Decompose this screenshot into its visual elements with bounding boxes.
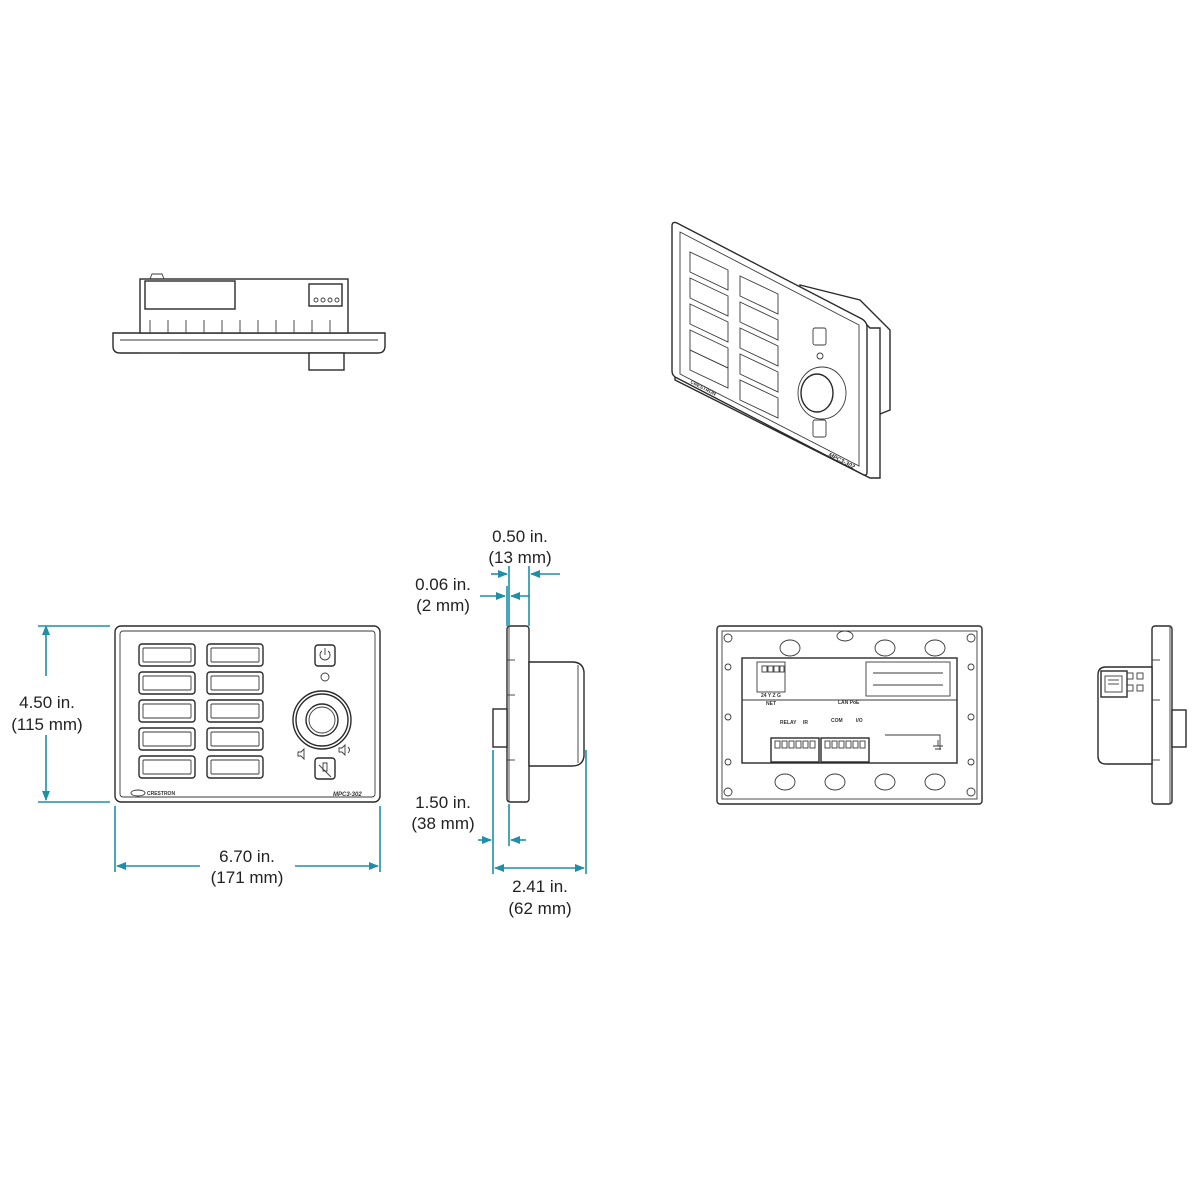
ground-icon [933,740,943,750]
side-view [492,625,585,803]
button-6[interactable] [206,699,264,723]
ethernet-port-icon [1100,670,1128,698]
top-view [112,273,386,371]
power-button[interactable] [314,644,336,667]
button-7[interactable] [138,727,196,751]
iso-buttons [689,251,779,419]
height-mm-label: (115 mm) [11,715,82,734]
front-buttons [138,643,264,779]
power-icon [319,648,331,661]
status-led [320,672,330,682]
button-2[interactable] [206,643,264,667]
overall-depth-in-label: 2.41 in. [512,877,568,896]
button-4[interactable] [206,671,264,695]
iso-volume-knob [797,366,847,420]
button-5[interactable] [138,699,196,723]
volume-down-icon [297,747,305,761]
plate-thickness-in-label: 0.06 in. [415,575,471,594]
io-label: I/O [856,718,863,724]
ir-label: IR [803,720,808,726]
rear-terminal-blocks [770,737,870,763]
relay-label: RELAY [780,720,797,726]
plate-thickness-dimension: 0.06 in. (2 mm) [415,575,530,626]
button-8[interactable] [206,727,264,751]
height-in-label: 4.50 in. [19,693,75,712]
plate-thickness-mm-label: (2 mm) [416,596,470,615]
volume-knob[interactable] [292,690,352,750]
overall-depth-mm-label: (62 mm) [508,899,571,918]
overall-depth-dimension: 2.41 in. (62 mm) [494,750,587,918]
width-dimension: 6.70 in. (171 mm) [114,806,381,887]
faceplate-depth-in-label: 0.50 in. [492,527,548,546]
mic-mute-icon [318,762,332,778]
model-label: MPC3-302 [333,792,362,798]
height-dimension: 4.50 in. (115 mm) [11,625,110,803]
body-depth-in-label: 1.50 in. [415,793,471,812]
front-view: CRESTRON MPC3-302 [114,625,381,803]
terminal-pins-top [313,297,340,303]
faceplate-depth-dimension: 0.50 in. (13 mm) [488,527,560,626]
brand-label: CRESTRON [147,791,175,797]
net-pins-label: 24 Y Z G [761,693,781,699]
isometric-view: CRESTRON MPC3-302 [671,221,891,479]
rear-mounting-holes [723,630,976,797]
body-depth-dimension: 1.50 in. (38 mm) [411,750,526,874]
mute-button[interactable] [314,757,336,780]
rear-view: 24 Y Z G NET LAN PoE RELAY IR COM I/O [716,625,983,805]
brand-logo: CRESTRON [130,789,175,797]
body-depth-mm-label: (38 mm) [411,814,474,833]
right-side-view [1097,625,1187,805]
button-1[interactable] [138,643,196,667]
mounting-tabs-top [149,320,331,333]
lan-label: LAN PoE [838,700,860,706]
width-in-label: 6.70 in. [219,847,275,866]
button-9[interactable] [138,755,196,779]
button-10[interactable] [206,755,264,779]
faceplate-depth-mm-label: (13 mm) [488,548,551,567]
com-label: COM [831,718,843,724]
volume-up-icon [338,743,350,757]
net-label: NET [766,701,776,707]
width-mm-label: (171 mm) [211,868,284,887]
button-3[interactable] [138,671,196,695]
